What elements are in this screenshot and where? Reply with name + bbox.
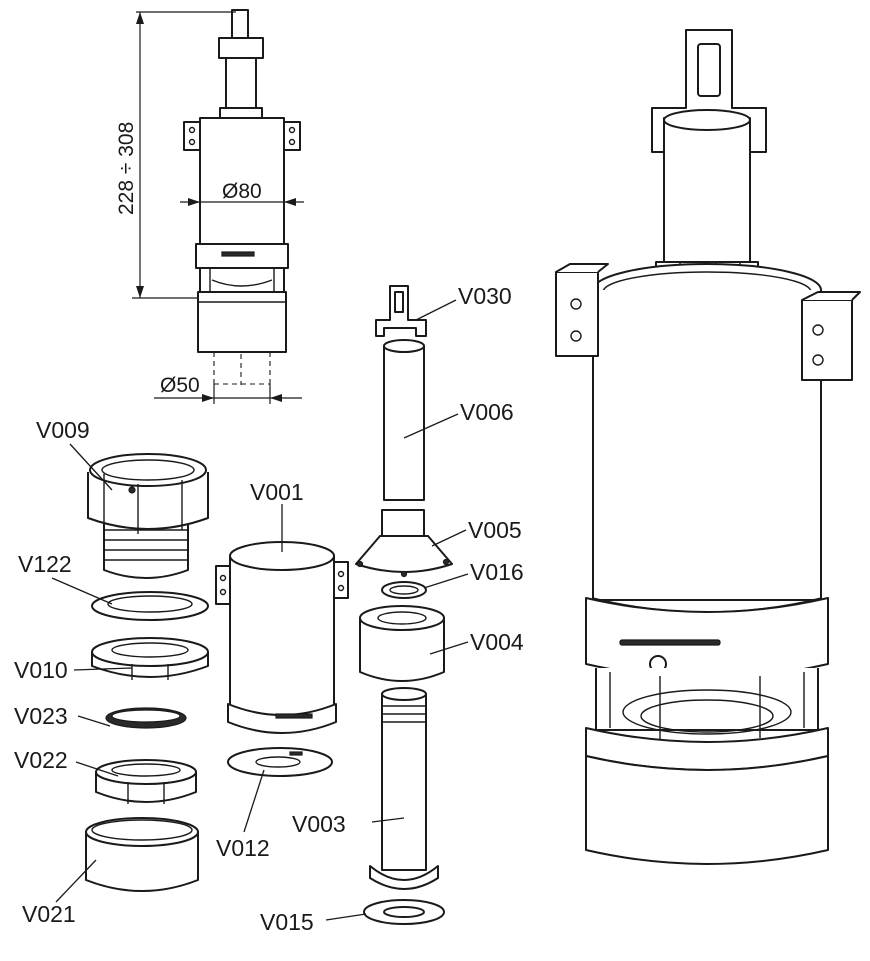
part-V010 [91,637,209,680]
part-V022 [95,759,197,804]
label-V030: V030 [458,283,512,309]
label-V012: V012 [216,835,270,861]
part-V021 [85,817,199,892]
label-V006: V006 [460,399,514,425]
label-V004: V004 [470,629,524,655]
label-V009: V009 [36,417,90,443]
label-V015: V015 [260,909,314,935]
label-V005: V005 [468,517,522,543]
diameter-80-label: Ø80 [222,180,262,203]
part-V030 [375,285,427,337]
part-V006 [383,339,425,501]
part-V016 [381,581,427,599]
dimensioned-assembly-view: 228 ÷ 308 Ø80 Ø50 [115,9,304,404]
height-dimension-label: 228 ÷ 308 [115,122,138,215]
label-V021: V021 [22,901,76,927]
assembled-valve-view [555,29,861,865]
part-V023 [105,707,187,729]
label-V023: V023 [14,703,68,729]
label-V016: V016 [470,559,524,585]
leader-lines [51,299,469,921]
label-V010: V010 [14,657,68,683]
label-V122: V122 [18,551,72,577]
part-V012 [227,747,333,777]
part-V005 [355,509,453,578]
part-V003 [369,687,439,890]
part-V004 [359,605,445,682]
diameter-50-label: Ø50 [160,374,200,397]
part-V009 [87,453,209,579]
label-V001: V001 [250,479,304,505]
label-V003: V003 [292,811,346,837]
part-V001 [215,541,349,734]
part-V015 [363,899,445,925]
label-V022: V022 [14,747,68,773]
part-V122 [91,591,209,621]
